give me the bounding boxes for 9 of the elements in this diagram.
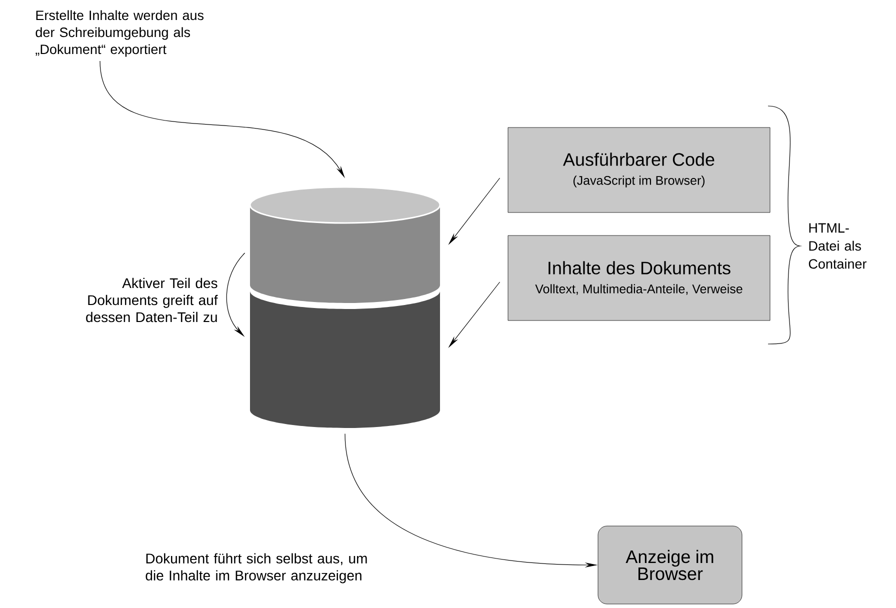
annotation-text: Erstellte Inhalte werden aus der Schreibumgebung als „Dokument“ exportiert [36,10,204,57]
container-label: HTML- Datei als Container [808,223,866,269]
display-box: Anzeige im Browser [598,526,742,604]
edge-label: Dokument führt sich selbst aus, um die Inhalte im Browser anzuzeigen [146,553,367,584]
cylinder-upper-segment [249,186,441,303]
code-box: Ausführbarer Code (JavaScript im Browser) [508,127,770,213]
cylinder-lower-segment [250,291,440,428]
edge-label: Aktiver Teil des Dokuments greift auf dessen Daten-Teil zu [86,278,218,322]
content-box: Inhalte des Dokuments Volltext, Multimedia-Anteile, Verweise [508,235,770,321]
